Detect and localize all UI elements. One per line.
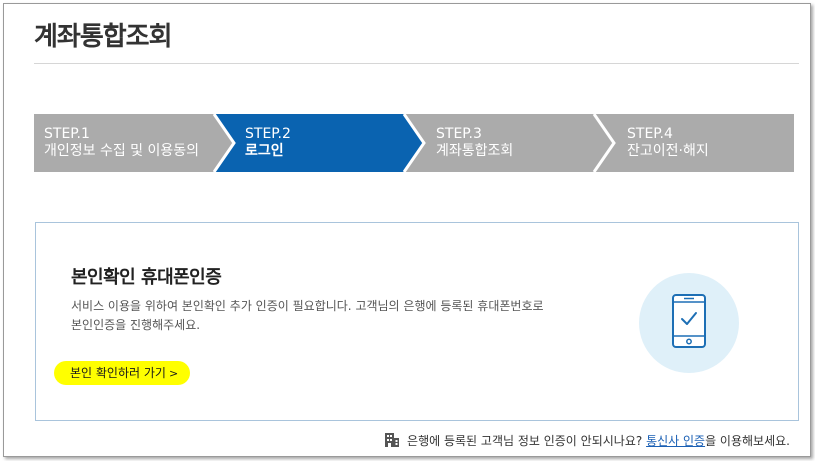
page-title: 계좌통합조회 [34,22,173,52]
step-3-number: STEP.3 [436,126,482,142]
carrier-auth-link[interactable]: 통신사 인증 [646,433,706,448]
auth-title: 본인확인 휴대폰인증 [71,267,222,288]
building-icon [383,431,401,449]
step-4: STEP.4 잔고이전·해지 [627,126,709,160]
step-4-label: 잔고이전·해지 [627,143,709,159]
step-2-shape [214,114,424,172]
step-separator-1 [212,114,236,172]
footer-text-before: 은행에 등록된 고객님 정보 인증이 안되시나요? [407,433,643,448]
step-3: STEP.3 계좌통합조회 [436,126,513,160]
step-1-label: 개인정보 수집 및 이용동의 [44,143,200,159]
footer-text-after: 을 이용해보세요. [705,433,790,448]
step-progress: STEP.1 개인정보 수집 및 이용동의 STEP.2 로그인 STEP.3 … [34,114,794,172]
page-frame: 계좌통합조회 STEP.1 개인정보 수집 및 이용동의 STEP.2 로그인 … [3,3,811,457]
step-1-shape [34,114,234,172]
step-4-number: STEP.4 [627,126,673,142]
auth-description: 서비스 이용을 위하여 본인확인 추가 인증이 필요합니다. 고객님의 은행에 … [71,297,631,335]
step-arrows [34,114,794,172]
go-verify-button[interactable]: 본인 확인하러 가기> [54,361,191,385]
smartphone-check-icon [639,273,739,373]
step-3-label: 계좌통합조회 [436,143,514,159]
step-separator-2 [402,114,426,172]
step-3-shape [404,114,614,172]
step-separator-3 [592,114,616,172]
chevron-right-icon: > [168,367,179,380]
phone-auth-panel: 본인확인 휴대폰인증 서비스 이용을 위하여 본인확인 추가 인증이 필요합니다… [35,222,799,421]
step-1-number: STEP.1 [44,126,90,142]
step-2-number: STEP.2 [245,126,291,142]
step-4-shape [594,114,794,172]
step-2: STEP.2 로그인 [245,126,291,160]
title-divider [34,63,799,64]
auth-description-line-1: 서비스 이용을 위하여 본인확인 추가 인증이 필요합니다. 고객님의 은행에 … [71,299,544,313]
go-verify-label: 본인 확인하러 가기 [70,366,166,380]
auth-description-line-2: 본인인증을 진행해주세요. [71,318,201,332]
step-2-label: 로그인 [245,143,284,159]
step-1: STEP.1 개인정보 수집 및 이용동의 [44,126,199,160]
